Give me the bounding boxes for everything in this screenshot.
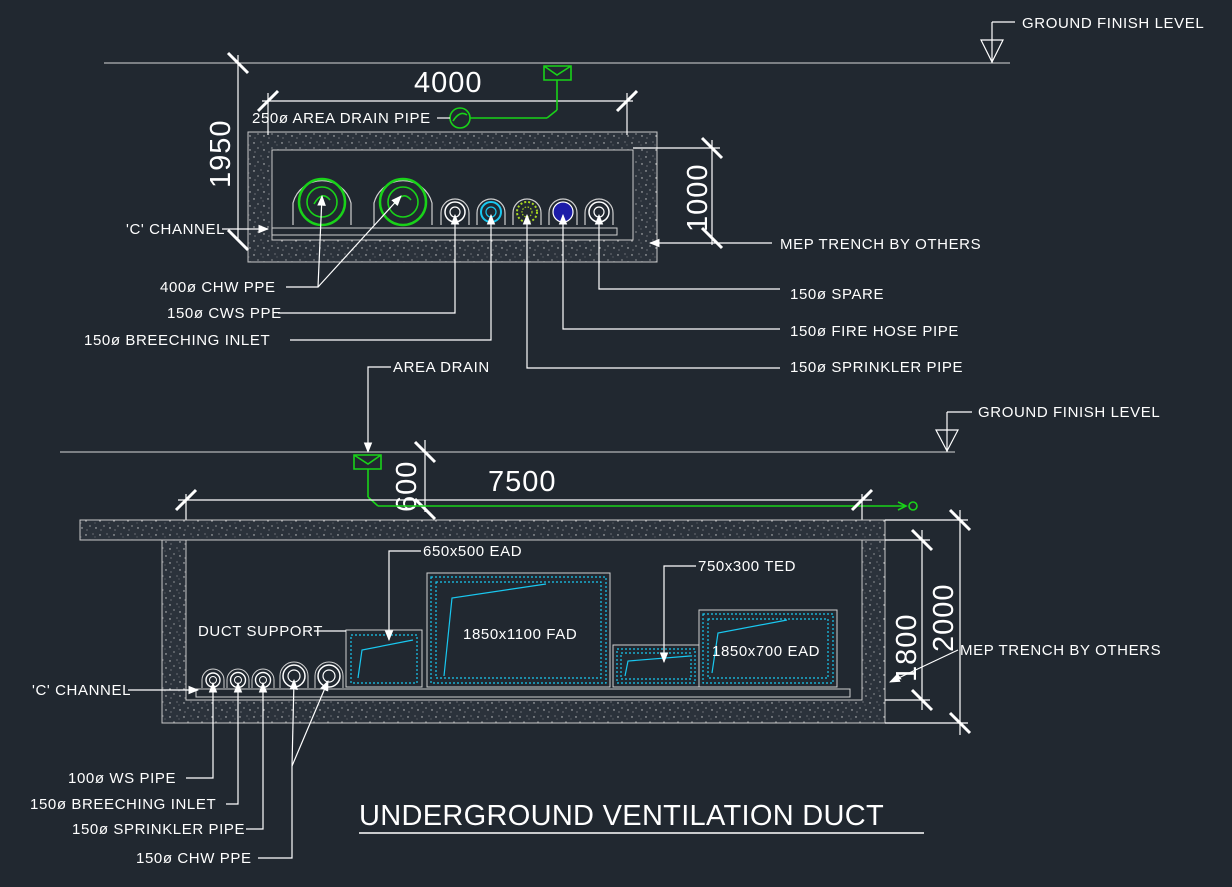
upper-callout-cws: 150ø CWS PPE <box>167 305 282 322</box>
ground-level-symbol-lower <box>935 411 972 453</box>
duct-label-ead-large: 1850x700 EAD <box>712 643 820 660</box>
upper-sprinkler-pipe <box>512 198 542 225</box>
lower-trench-label: MEP TRENCH BY OTHERS <box>960 642 1161 659</box>
lower-callout-breeching: 150ø BREECHING INLET <box>30 796 216 813</box>
duct-1850x700-ead <box>698 609 838 688</box>
upper-trench-walls <box>247 131 658 263</box>
upper-chw-pipe-1 <box>292 177 352 227</box>
upper-callout-fire-hose: 150ø FIRE HOSE PIPE <box>790 323 959 340</box>
upper-callout-chw: 400ø CHW PPE <box>160 279 276 296</box>
lower-callout-chw: 150ø CHW PPE <box>136 850 252 867</box>
lower-trench-walls <box>161 539 886 724</box>
ground-level-label-lower: GROUND FINISH LEVEL <box>978 404 1160 421</box>
lower-area-drain <box>353 454 918 511</box>
ground-level-label-upper: GROUND FINISH LEVEL <box>1022 15 1204 32</box>
duct-support-label: DUCT SUPPORT <box>198 623 323 640</box>
duct-650x500-ead <box>345 629 423 688</box>
upper-c-channel <box>271 227 618 236</box>
lower-callout-sprinkler: 150ø SPRINKLER PIPE <box>72 821 245 838</box>
lower-top-slab <box>79 519 886 541</box>
upper-chw-pipe-2 <box>373 177 433 227</box>
lower-pipe-chw-2 <box>314 661 344 688</box>
duct-label-fad: 1850x1100 FAD <box>463 626 577 643</box>
upper-callout-spare: 150ø SPARE <box>790 286 884 303</box>
upper-trench-dim: 1000 <box>682 163 714 232</box>
lower-inner-dim: 1800 <box>891 613 923 682</box>
lower-section: AREA DRAIN GROUND FINISH LEVEL 600 <box>30 359 1161 867</box>
duct-label-ted: 750x300 TED <box>698 558 796 575</box>
lower-area-drain-label: AREA DRAIN <box>393 359 490 376</box>
lower-callout-ws: 100ø WS PIPE <box>68 770 176 787</box>
lower-width-dim: 7500 <box>488 466 557 498</box>
upper-callout-breeching: 150ø BREECHING INLET <box>84 332 270 349</box>
upper-trench-label: MEP TRENCH BY OTHERS <box>780 236 981 253</box>
upper-c-channel-label: 'C' CHANNEL <box>126 221 225 238</box>
upper-width-dim: 4000 <box>414 67 483 99</box>
upper-section: GROUND FINISH LEVEL 4000 1950 1000 <box>84 15 1204 376</box>
lower-outer-dim: 2000 <box>928 583 960 652</box>
lower-cover-dim: 600 <box>391 461 423 512</box>
upper-drain-label: 250ø AREA DRAIN PIPE <box>252 110 431 127</box>
ground-level-symbol-upper <box>980 21 1015 64</box>
duct-750x300-ted <box>612 644 700 688</box>
upper-depth-dim: 1950 <box>205 119 237 188</box>
upper-callout-sprinkler: 150ø SPRINKLER PIPE <box>790 359 963 376</box>
duct-1850x1100-fad <box>426 572 611 688</box>
duct-label-ead-small: 650x500 EAD <box>423 543 522 560</box>
lower-c-channel-label: 'C' CHANNEL <box>32 682 131 699</box>
drawing-title: UNDERGROUND VENTILATION DUCT <box>359 800 884 832</box>
